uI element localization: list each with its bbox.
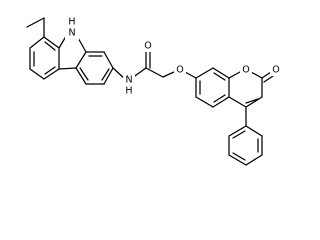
bond [195, 67, 214, 79]
bond [79, 67, 89, 81]
bond [245, 154, 263, 166]
bond [101, 68, 110, 81]
bond [212, 67, 230, 79]
bond [245, 96, 263, 108]
bond [29, 36, 45, 49]
atom-nh-carbazole: H N [65, 16, 79, 40]
atom-nitrogen-label: N [125, 75, 132, 86]
bond [212, 96, 230, 108]
bond [213, 94, 226, 103]
bond [232, 130, 246, 139]
bond [103, 67, 114, 85]
bond [44, 41, 56, 51]
bond [261, 71, 272, 79]
atom-oxygen-label: O [272, 65, 279, 76]
bond [245, 98, 259, 104]
bond [228, 154, 247, 166]
atom-nitrogen-label: N [68, 28, 75, 39]
bond [43, 68, 60, 80]
atom-oxygen-label: O [176, 65, 183, 76]
atom-oxygen-ether: O [174, 64, 186, 76]
atom-nh-amide: N H [123, 75, 135, 97]
bond [228, 125, 247, 137]
atom-oxygen-carbonyl-lactone: O [270, 64, 282, 76]
bond [162, 71, 175, 78]
bond [195, 96, 214, 108]
atom-oxygen-ring: O [240, 64, 252, 76]
bond [75, 51, 87, 69]
bond [103, 51, 114, 69]
bonds [26, 17, 274, 166]
bond [44, 66, 56, 75]
atom-labels: H N N H O O O O [65, 16, 282, 97]
bond [26, 17, 45, 28]
bond [58, 67, 77, 70]
bond [245, 125, 263, 137]
atom-hydrogen-label: H [125, 86, 132, 97]
bond [232, 152, 246, 161]
bond [228, 96, 247, 108]
bond [184, 71, 197, 79]
bond [228, 71, 241, 79]
bond [250, 71, 263, 79]
atom-hydrogen-label: H [68, 17, 75, 28]
molecule-structure-diagram: H N N H O O O O [26, 16, 282, 166]
bond [29, 68, 45, 80]
bond [43, 36, 60, 49]
atom-oxygen-carbonyl-amide: O [142, 40, 154, 52]
bond [75, 67, 87, 85]
bond [145, 67, 164, 78]
bond [213, 72, 226, 81]
atom-oxygen-label: O [144, 41, 151, 52]
bond [263, 75, 274, 83]
atom-oxygen-label: O [242, 65, 249, 76]
